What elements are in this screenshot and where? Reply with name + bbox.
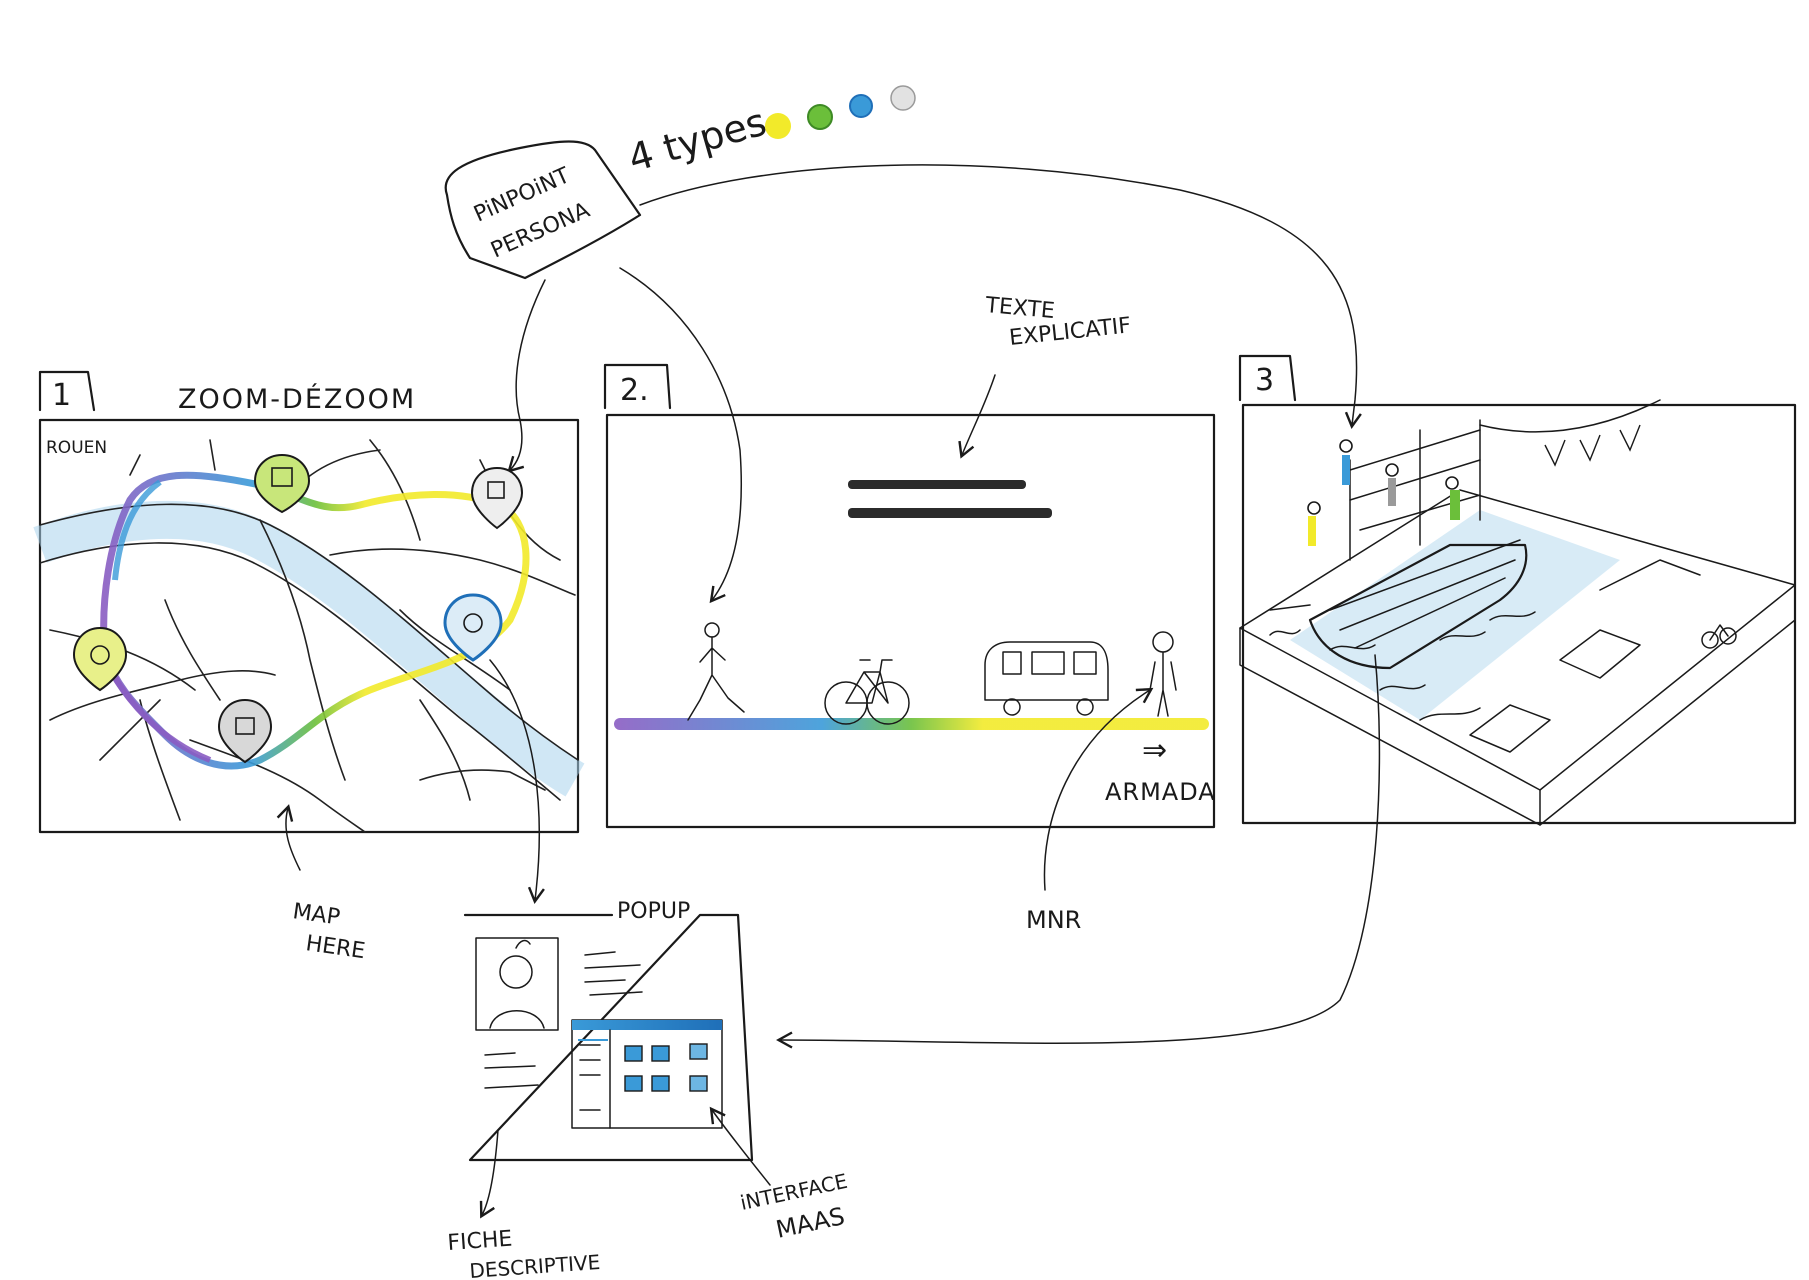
popup-title: POPUP [617, 899, 690, 924]
type-dot-grey [891, 86, 915, 110]
type-dot-green [808, 105, 832, 129]
popup-maas-interface[interactable] [572, 1020, 722, 1128]
map-pin-blue-persona[interactable] [445, 595, 501, 660]
arrow-fiche [482, 1130, 498, 1215]
arrow-map-here [286, 808, 300, 870]
popup-description-lines [585, 952, 642, 995]
destination-arrow: ⇒ [1142, 733, 1167, 768]
panel-1-title: ZOOM-DÉZOOM [178, 383, 416, 415]
map-note-line2: HERE [304, 931, 367, 964]
maas-note-line2: MAAS [773, 1202, 847, 1244]
panel-3: 3 [1240, 356, 1795, 825]
maas-app-grid [625, 1044, 707, 1091]
panel-2-frame [607, 415, 1214, 827]
ship-persona-green [1446, 477, 1460, 520]
traveler-icon [1150, 632, 1176, 716]
arrow-pin-to-popup [490, 660, 539, 900]
map-pin-green-persona[interactable] [255, 455, 309, 512]
ship-persona-yellow [1308, 502, 1320, 546]
type-color-dots [765, 86, 915, 139]
pinpoint-persona-note: PiNPOiNT PERSONA [446, 142, 640, 279]
placeholder-text-lines [848, 480, 1052, 518]
panel-1: 1 ZOOM-DÉZOOM ROUEN [40, 372, 578, 964]
types-label: 4 types [623, 100, 771, 181]
arrow-maas [712, 1110, 770, 1185]
panel-2-number: 2. [620, 373, 649, 408]
fiche-note-line1: FICHE [447, 1227, 514, 1256]
panel-3-number: 3 [1255, 363, 1274, 398]
mobility-route-line [614, 718, 1209, 730]
arrow-pinpoint-to-walker [620, 268, 741, 600]
bus-icon [985, 642, 1108, 715]
map-note-line1: MAP [291, 899, 341, 930]
popup-fiche-lines [485, 1053, 538, 1088]
pedestrian-icon [688, 623, 744, 720]
type-dot-yellow [765, 113, 791, 139]
fiche-note-line2: DESCRIPTIVE [469, 1250, 601, 1280]
panel-1-number: 1 [52, 378, 71, 413]
popup-persona-avatar [476, 938, 558, 1030]
popup-mockup: POPUP [447, 899, 850, 1280]
arrow-pinpoint-to-map [510, 280, 545, 470]
panel-2: 2. TEXTE EXPLICATIF [605, 293, 1216, 934]
mnr-note: MNR [1026, 906, 1081, 934]
destination-label: ARMADA [1105, 778, 1216, 806]
bicycle-icon [825, 660, 909, 724]
texte-note-line1: TEXTE [983, 293, 1055, 324]
city-label: ROUEN [46, 438, 107, 458]
type-dot-blue [850, 95, 872, 117]
